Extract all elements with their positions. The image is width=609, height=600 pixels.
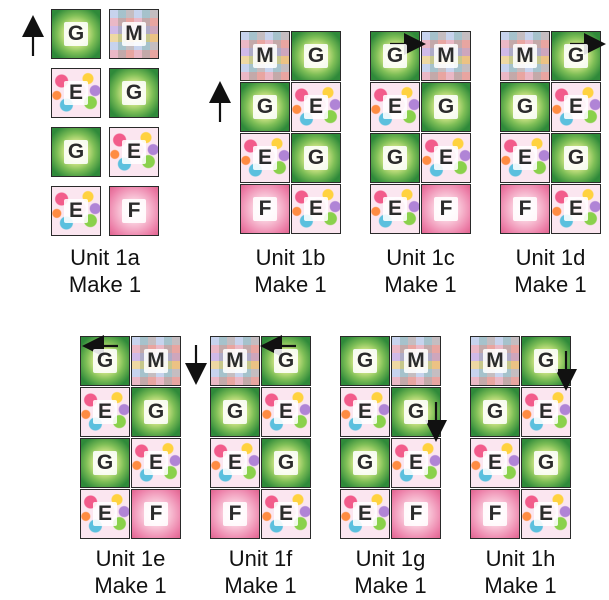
unit-1b-tile-r4c2: E (291, 184, 341, 234)
unit-1f-tile-r1c1: M (210, 336, 260, 386)
unit-1c-tile-r2c2: G (421, 82, 471, 132)
unit-1f-tile-r4c2: E (261, 489, 311, 539)
unit-1c-tile-r4c2: F (421, 184, 471, 234)
unit-1a-tile-r1c2: M (109, 9, 159, 59)
unit-1g-tile-r4c2: F (391, 489, 441, 539)
unit-1h-make: Make 1 (484, 573, 557, 598)
unit-1f-tile-r2c1: G (210, 387, 260, 437)
unit-1h-tile-r2c1: G (470, 387, 520, 437)
unit-1c-tile-r2c1: E (370, 82, 420, 132)
unit-1g-caption: Unit 1g Make 1 (340, 545, 441, 599)
unit-1b-tile-r2c2: E (291, 82, 341, 132)
unit-1e-tile-r1c1: G (80, 336, 130, 386)
unit-1e-tile-r1c2: M (131, 336, 181, 386)
unit-1a-tile-r2c1: E (51, 68, 101, 118)
unit-1e-tile-r4c2: F (131, 489, 181, 539)
unit-1d-tile-r2c2: E (551, 82, 601, 132)
unit-1e-tile-r2c1: E (80, 387, 130, 437)
unit-1b-tile-r1c2: G (291, 31, 341, 81)
unit-1a-make: Make 1 (68, 272, 142, 297)
unit-1d-tile-r2c1: G (500, 82, 550, 132)
unit-1a-tile-r4c1: E (51, 186, 101, 236)
unit-1f-tile-r4c1: F (210, 489, 260, 539)
unit-1e-label: Unit 1e (95, 546, 166, 571)
unit-1a-caption: Unit 1a Make 1 (55, 244, 155, 298)
unit-1b-caption: Unit 1b Make 1 (240, 244, 341, 298)
unit-1e-tile-r3c2: E (131, 438, 181, 488)
unit-1h-tile-r1c2: G (521, 336, 571, 386)
unit-1g-tile-r1c1: G (340, 336, 390, 386)
unit-1d-tile-r4c1: F (500, 184, 550, 234)
unit-1c-caption: Unit 1c Make 1 (370, 244, 471, 298)
unit-1c-tile-r3c1: G (370, 133, 420, 183)
unit-1e-tile-r4c1: E (80, 489, 130, 539)
unit-1b-tile-r3c1: E (240, 133, 290, 183)
unit-1e-caption: Unit 1e Make 1 (80, 545, 181, 599)
unit-1h-tile-r4c2: E (521, 489, 571, 539)
unit-1d-label: Unit 1d (515, 245, 586, 270)
unit-1b-label: Unit 1b (255, 245, 326, 270)
unit-1g-tile-r2c1: E (340, 387, 390, 437)
unit-1d-tile-r1c1: M (500, 31, 550, 81)
unit-1d-caption: Unit 1d Make 1 (500, 244, 601, 298)
unit-1h-caption: Unit 1h Make 1 (470, 545, 571, 599)
unit-1c-make: Make 1 (384, 272, 457, 297)
unit-1c-tile-r1c2: M (421, 31, 471, 81)
unit-1h-tile-r3c2: G (521, 438, 571, 488)
unit-1g-tile-r3c1: G (340, 438, 390, 488)
unit-1h-tile-r4c1: F (470, 489, 520, 539)
unit-1f-tile-r3c1: E (210, 438, 260, 488)
unit-1g-tile-r3c2: E (391, 438, 441, 488)
unit-1b-make: Make 1 (254, 272, 327, 297)
unit-1h-tile-r2c2: E (521, 387, 571, 437)
unit-1a-tile-r3c2: E (109, 127, 159, 177)
unit-1f-tile-r2c2: E (261, 387, 311, 437)
unit-1a-tile-r4c2: F (109, 186, 159, 236)
unit-1e-make: Make 1 (94, 573, 167, 598)
unit-1h-tile-r1c1: M (470, 336, 520, 386)
unit-1e-tile-r2c2: G (131, 387, 181, 437)
unit-1e-tile-r3c1: G (80, 438, 130, 488)
unit-1f-caption: Unit 1f Make 1 (210, 545, 311, 599)
unit-1c-tile-r3c2: E (421, 133, 471, 183)
unit-1d-tile-r3c1: E (500, 133, 550, 183)
unit-1c-label: Unit 1c (386, 245, 455, 270)
unit-1f-tile-r3c2: G (261, 438, 311, 488)
unit-1b-tile-r2c1: G (240, 82, 290, 132)
unit-1f-label: Unit 1f (228, 546, 293, 571)
unit-1a-tile-r1c1: G (51, 9, 101, 59)
unit-1g-label: Unit 1g (355, 546, 426, 571)
unit-1d-make: Make 1 (514, 272, 587, 297)
unit-1f-make: Make 1 (224, 573, 297, 598)
unit-1b-tile-r1c1: M (240, 31, 290, 81)
unit-1h-label: Unit 1h (485, 546, 556, 571)
unit-1g-tile-r1c2: M (391, 336, 441, 386)
unit-1a-tile-r3c1: G (51, 127, 101, 177)
unit-1a-tile-r2c2: G (109, 68, 159, 118)
unit-1c-tile-r4c1: E (370, 184, 420, 234)
unit-1b-tile-r3c2: G (291, 133, 341, 183)
unit-1g-tile-r4c1: E (340, 489, 390, 539)
unit-1d-tile-r4c2: E (551, 184, 601, 234)
unit-1a-label: Unit 1a (70, 245, 140, 270)
unit-1d-tile-r3c2: G (551, 133, 601, 183)
unit-1g-make: Make 1 (354, 573, 427, 598)
unit-1h-tile-r3c1: E (470, 438, 520, 488)
unit-1b-tile-r4c1: F (240, 184, 290, 234)
